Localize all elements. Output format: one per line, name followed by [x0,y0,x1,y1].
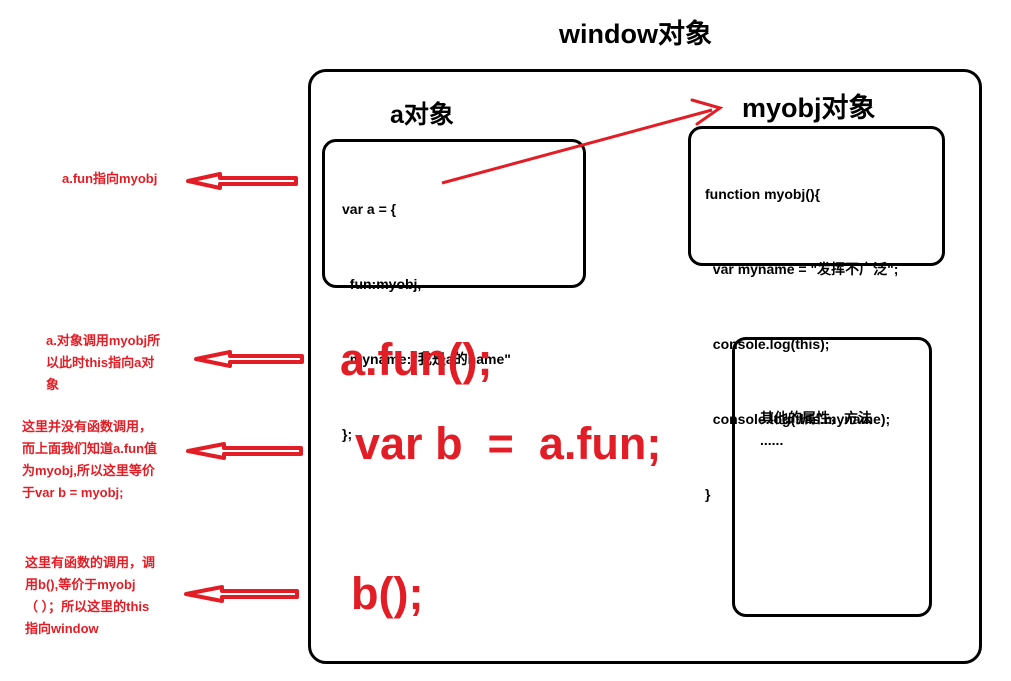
note-this-points-a: a.对象调用myobj所 以此时this指向a对 象 [46,330,160,396]
statement-call-b: b(); [351,568,424,619]
left-arrow-1 [186,172,298,190]
statement-var-b: var b = a.fun; [355,418,662,469]
note-line: （ ）；所以这里的this [25,599,150,614]
other-properties-ellipsis: ...... [760,432,784,448]
note-a-fun-points-myobj: a.fun指向myobj [62,168,157,190]
left-arrow-3 [186,442,303,460]
a-object-code: var a = { fun:myobj, myname:"我是a的name" }… [342,147,511,472]
note-line: 象 [46,377,60,392]
note-line: 这里有函数的调用，调 [25,555,156,570]
note-line: 为myobj,所以这里等价 [22,463,155,478]
note-line: 指向window [25,621,99,636]
myobj-object-box [688,126,945,266]
note-line: 以此时this指向a对 [46,355,155,370]
note-line: 于var b = myobj; [22,485,124,500]
other-properties-label: 其他的属性，方法 [760,410,872,426]
a-object-title: a对象 [390,101,454,129]
other-properties-box [732,337,932,617]
note-line: a.fun指向myobj [62,171,158,186]
code-line: var myname = "发挥不广泛"; [705,261,899,277]
code-line: } [705,486,711,502]
statement-call-a-fun: a.fun(); [340,334,493,385]
note-line: 而上面我们知道a.fun值 [22,441,158,456]
left-arrow-4 [184,585,299,603]
a-object-box [322,139,586,288]
reference-arrow [441,98,724,185]
code-line: myname:"我是a的name" [342,351,511,367]
code-line: console.log(this.myname); [705,411,891,427]
myobj-object-title: myobj对象 [742,93,876,123]
code-line: fun:myobj, [342,276,422,292]
note-this-points-window: 这里有函数的调用，调 用b(),等价于myobj （ ）；所以这里的this 指… [25,552,155,640]
code-line: function myobj(){ [705,186,821,202]
code-line: var a = { [342,201,397,217]
myobj-object-code: function myobj(){ var myname = "发挥不广泛"; … [705,132,898,532]
left-arrow-2 [194,350,304,368]
note-line: 用b(),等价于myobj [25,577,136,592]
window-title: window对象 [559,19,712,49]
window-object-box [308,69,982,664]
note-no-function-call: 这里并没有函数调用， 而上面我们知道a.fun值 为myobj,所以这里等价 于… [22,416,157,504]
note-line: a.对象调用myobj所 [46,333,161,348]
code-line: }; [342,426,353,442]
note-line: 这里并没有函数调用， [22,419,153,434]
